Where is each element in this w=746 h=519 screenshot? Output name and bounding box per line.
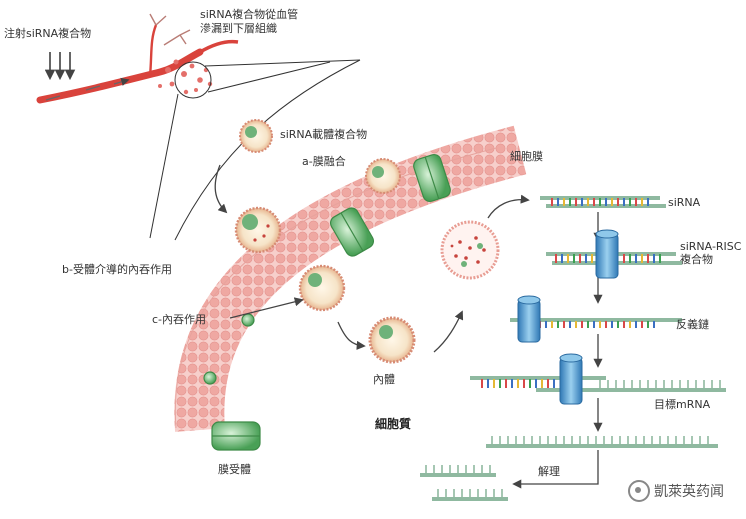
target-mrna: [470, 353, 726, 405]
endosome-vesicle: [368, 316, 416, 364]
label-risc-1: siRNA-RISC: [680, 240, 742, 253]
label-membrane-fusion: a-膜融合: [302, 155, 346, 168]
label-antisense: 反義鏈: [676, 318, 709, 331]
antisense-strand: [510, 295, 682, 343]
label-cytoplasm: 細胞質: [375, 417, 412, 431]
receptor: [413, 153, 451, 203]
sirna-duplex: [540, 196, 666, 208]
label-inject: 注射siRNA複合物: [4, 27, 92, 40]
vesicles: [234, 119, 500, 364]
receptor-vesicle: [234, 206, 282, 254]
label-receptor-endocytosis: b-受體介導的內吞作用: [62, 263, 172, 276]
label-cell-membrane: 細胞膜: [510, 150, 543, 163]
release-vesicle: [440, 220, 500, 280]
label-leak-2: 滲漏到下層組織: [200, 22, 277, 35]
label-target-mrna: 目標mRNA: [654, 398, 711, 411]
watermark-text: 凱萊英药闻: [654, 484, 724, 500]
label-carrier: siRNA載體複合物: [280, 128, 368, 141]
cleaved-fragments: [420, 465, 508, 501]
watermark: 凱萊英药闻: [628, 480, 724, 502]
label-risc-2: 複合物: [680, 253, 713, 266]
risc-complex: [546, 229, 682, 279]
label-degradation: 解理: [538, 465, 560, 478]
label-endocytosis: c-內吞作用: [152, 313, 207, 326]
membrane-receptors: [203, 153, 451, 451]
carrier-vesicle: [239, 119, 273, 153]
label-membrane-receptor: 膜受體: [218, 463, 251, 476]
label-endosome: 內體: [373, 373, 395, 386]
label-sirna: siRNA: [668, 196, 701, 209]
label-leak-1: siRNA複合物從血管: [200, 8, 299, 21]
cell-membrane: [174, 125, 527, 432]
blood-vessel: [36, 13, 239, 104]
fusion-vesicle: [365, 158, 401, 194]
endocytosis-vesicle: [298, 264, 346, 312]
receptor: [211, 421, 261, 451]
wechat-icon: [628, 480, 650, 502]
uncleaved-mrna: [486, 436, 718, 448]
injection-arrows: [44, 52, 76, 81]
receptor: [329, 207, 375, 257]
